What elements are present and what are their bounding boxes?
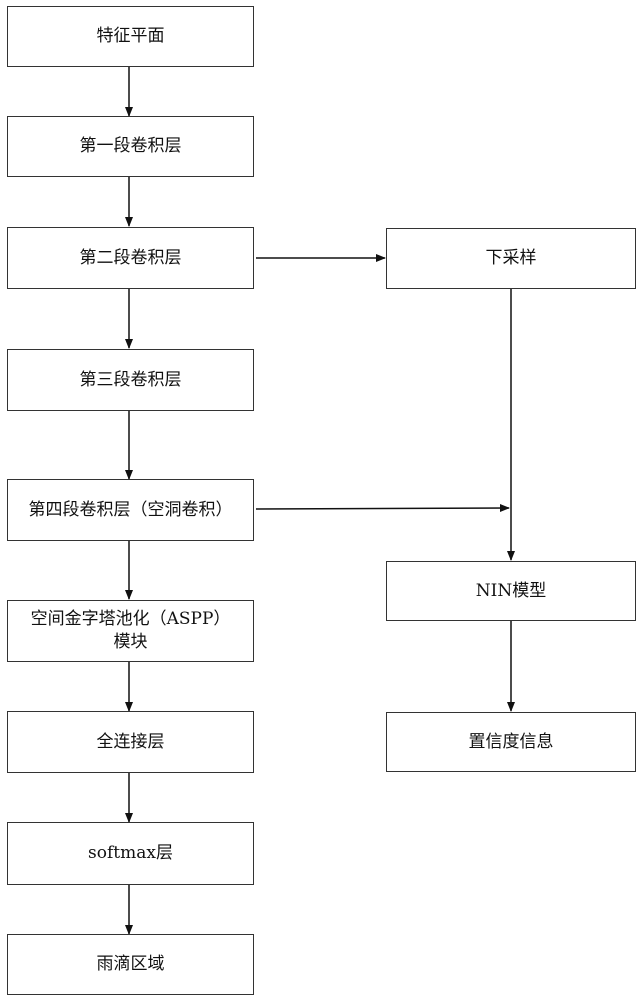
node-downsample: 下采样 xyxy=(386,228,636,289)
arrow-conv4-to-merge xyxy=(255,504,510,513)
node-aspp-label-line1: 空间金字塔池化（ASPP） xyxy=(30,609,231,630)
node-aspp-text: 空间金字塔池化（ASPP） 模块 xyxy=(31,608,231,654)
node-softmax-label: softmax层 xyxy=(88,843,173,864)
node-downsample-label: 下采样 xyxy=(485,248,537,269)
node-conv4: 第四段卷积层（空洞卷积） xyxy=(7,479,254,541)
node-fully-connected-label: 全连接层 xyxy=(96,731,165,752)
node-conv1: 第一段卷积层 xyxy=(7,116,254,177)
node-conv1-label: 第一段卷积层 xyxy=(79,136,182,157)
node-confidence-label: 置信度信息 xyxy=(468,731,554,752)
node-conv3-label: 第三段卷积层 xyxy=(79,369,182,390)
node-feature-plane: 特征平面 xyxy=(7,6,254,67)
node-aspp-label-line2: 模块 xyxy=(113,632,148,652)
node-nin-model-label: NIN模型 xyxy=(475,580,547,601)
node-conv2-label: 第二段卷积层 xyxy=(79,247,182,268)
node-feature-plane-label: 特征平面 xyxy=(96,26,165,47)
node-rain-region-label: 雨滴区域 xyxy=(96,954,165,975)
node-conv3: 第三段卷积层 xyxy=(7,349,254,411)
node-aspp: 空间金字塔池化（ASPP） 模块 xyxy=(7,600,254,662)
node-fully-connected: 全连接层 xyxy=(7,711,254,773)
node-rain-region: 雨滴区域 xyxy=(7,934,254,995)
node-conv4-label: 第四段卷积层（空洞卷积） xyxy=(28,499,233,520)
node-confidence: 置信度信息 xyxy=(386,712,636,772)
node-nin-model: NIN模型 xyxy=(386,561,636,621)
node-softmax: softmax层 xyxy=(7,822,254,885)
node-conv2: 第二段卷积层 xyxy=(7,227,254,289)
